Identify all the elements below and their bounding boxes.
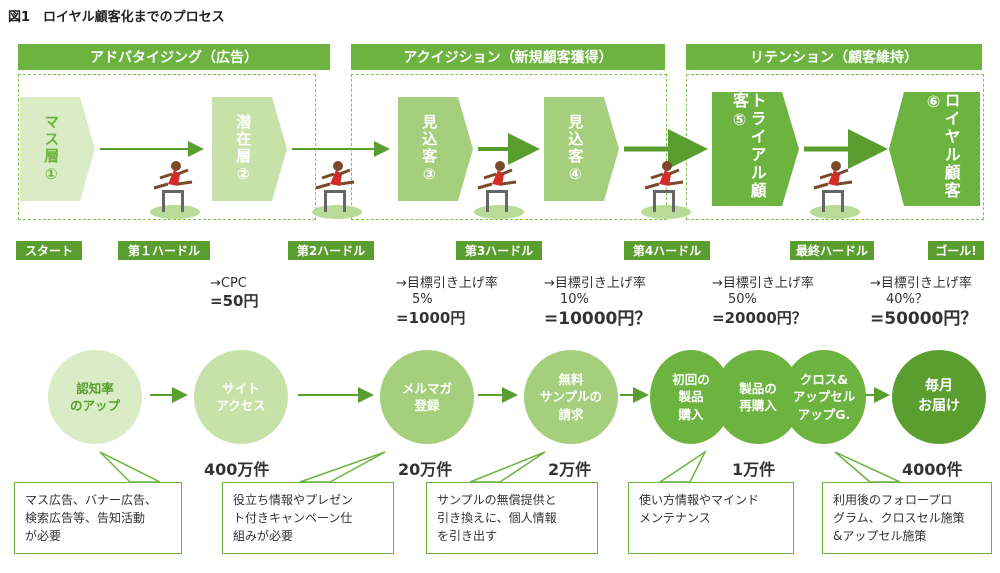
count-4: 1万件	[732, 460, 776, 479]
stage-shape-2	[212, 97, 287, 201]
metric-2-value: =1000円	[396, 308, 466, 327]
note-2: 役立ち情報やプレゼント付きキャンペーン仕組みが必要	[222, 482, 394, 554]
figure-title: 図1 ロイヤル顧客化までのプロセス	[8, 10, 225, 25]
phase-advertising: アドバタイジング（広告）	[18, 44, 330, 70]
stage-shape-5	[712, 92, 799, 206]
metric-1-line1: →CPC	[210, 276, 247, 291]
circle-newsletter: メルマガ登録	[380, 350, 474, 444]
metric-2-line2: 5%	[412, 292, 433, 308]
runner-hurdle-3	[474, 161, 524, 219]
note-pointer-3	[469, 451, 546, 483]
metric-4-value: =20000円？	[712, 308, 807, 327]
count-3: 2万件	[548, 460, 592, 479]
count-1: 400万件	[204, 460, 270, 479]
count-5: 4000件	[902, 460, 963, 479]
phase-acquisition: アクイジション（新規顧客獲得）	[351, 44, 665, 70]
phase-retention: リテンション（顧客維持）	[686, 44, 982, 70]
circle-monthly-delivery: 毎月お届け	[892, 350, 986, 444]
note-3: サンプルの無償提供と引き換えに、個人情報を引き出す	[426, 482, 598, 554]
stage-shape-1	[20, 97, 95, 201]
metric-3-line1: →目標引き上げ率	[544, 276, 646, 291]
metric-4: →目標引き上げ率 50% =20000円？	[712, 276, 814, 328]
metric-1-value: =50円	[210, 292, 259, 311]
circle-cross-upsell: クロス&アップセルアップG.	[782, 350, 866, 444]
metric-5: →目標引き上げ率 40%？ =50000円？	[870, 276, 977, 330]
stage-label-4: 見込客④	[566, 113, 585, 185]
metric-2-line1: →目標引き上げ率	[396, 276, 498, 291]
metric-3-line2: 10%	[560, 292, 589, 308]
metric-4-line1: →目標引き上げ率	[712, 276, 814, 291]
stage-label-2: 潜在層②	[234, 113, 253, 185]
stage-label-5: トライアル顧客⑤	[730, 92, 767, 200]
runner-hurdle-2	[312, 161, 362, 219]
hurdle-label-4: 第4ハードル	[624, 241, 710, 260]
note-pointer-5	[834, 451, 901, 483]
stage-shape-6	[889, 92, 980, 206]
metric-4-line2: 50%	[728, 292, 757, 308]
runner-hurdle-4	[641, 161, 691, 219]
metric-3-value: =10000円？	[544, 308, 652, 329]
count-2: 20万件	[398, 460, 453, 479]
hurdle-label-2: 第2ハードル	[288, 241, 374, 260]
metric-3: →目標引き上げ率 10% =10000円？	[544, 276, 651, 330]
stage-label-1: マス層①	[42, 113, 61, 185]
note-5: 利用後のフォロープログラム、クロスセル施策&アップセル施策	[822, 482, 992, 554]
phase-frame-advertising	[18, 74, 316, 220]
stage-shape-4	[544, 97, 619, 201]
stage-shape-3	[398, 97, 473, 201]
stage-label-3: 見込客③	[420, 113, 439, 185]
metric-5-value: =50000円？	[870, 308, 978, 329]
note-4: 使い方情報やマインドメンテナンス	[628, 482, 794, 554]
hurdle-label-final: 最終ハードル	[790, 241, 874, 260]
metric-2: →目標引き上げ率 5% =1000円	[396, 276, 498, 328]
runner-hurdle-1	[150, 161, 200, 219]
hurdle-label-1: 第１ハードル	[118, 241, 210, 260]
hurdle-label-start: スタート	[16, 241, 82, 260]
hurdle-label-3: 第3ハードル	[456, 241, 542, 260]
note-pointer-4	[657, 449, 707, 483]
metric-5-line2: 40%？	[886, 292, 928, 308]
hurdle-label-goal: ゴール!	[928, 241, 984, 260]
note-pointer-2	[299, 451, 386, 483]
note-1: マス広告、バナー広告、検索広告等、告知活動が必要	[14, 482, 182, 554]
circle-awareness: 認知率のアップ	[48, 350, 142, 444]
circle-site-access: サイトアクセス	[194, 350, 288, 444]
runner-hurdle-5	[810, 161, 860, 219]
metric-1: →CPC =50円	[210, 276, 258, 312]
note-pointer-1	[99, 451, 161, 483]
metric-5-line1: →目標引き上げ率	[870, 276, 972, 291]
stage-label-6: ロイヤル顧客⑥	[924, 92, 961, 200]
circle-free-sample: 無料サンプルの請求	[524, 350, 618, 444]
